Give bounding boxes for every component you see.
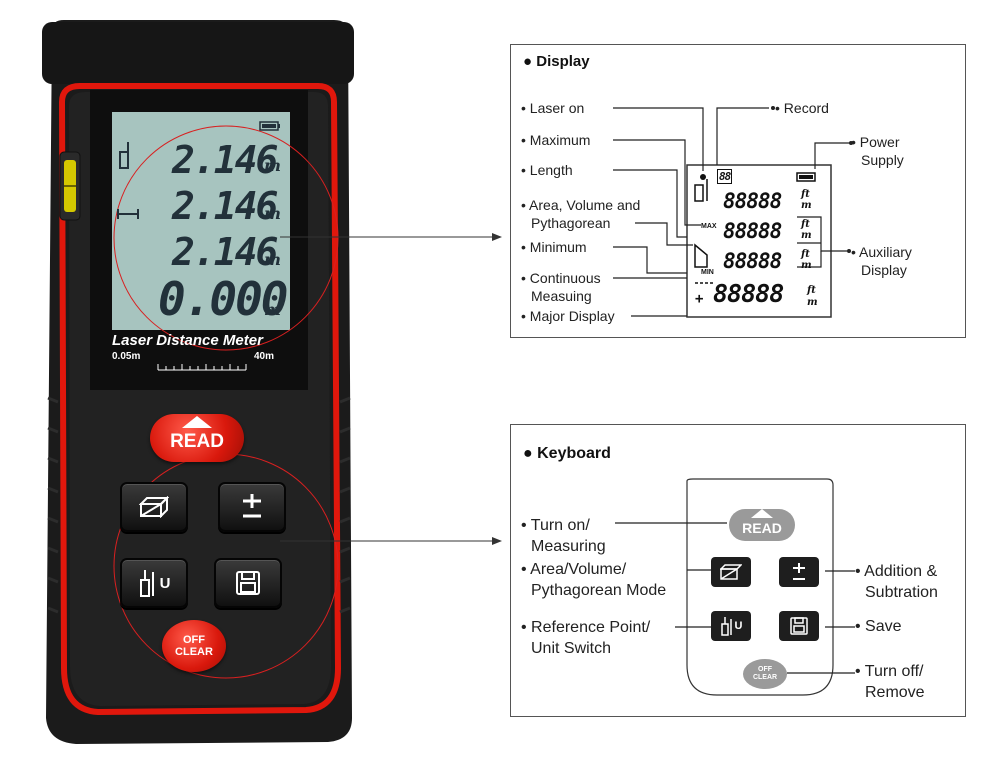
reference-unit-key[interactable]: U [120,558,188,608]
label-auxiliary-2: Display [861,262,907,278]
label-record: • Record [775,100,829,116]
label-continuous-2: Measuing [531,288,592,304]
label-area-mode: • Area/Volume/ [521,561,627,578]
range-max: 40m [254,351,275,362]
label-addition: • Addition & [855,563,938,580]
device-title: Laser Distance Meter [112,332,263,349]
label-area: • Area, Volume and [521,197,641,213]
max-tag: MAX [701,223,717,230]
aux-digits-3: 88888 [723,249,782,273]
reference-point-icon [139,570,154,597]
mini-area-key[interactable] [711,557,751,587]
reading-3-unit: m [264,250,281,269]
label-reference: • Reference Point/ [521,619,651,636]
mini-plus-minus-icon [793,563,805,580]
read-button[interactable]: READ [150,414,244,462]
mini-reference-key[interactable]: U [711,611,751,641]
mini-save-icon [790,617,808,635]
unit-key-label: U [159,574,171,592]
label-length: • Length [521,162,573,178]
label-turn-on-2: Measuring [531,538,606,555]
keyboard-panel-title: ● Keyboard [523,445,611,462]
laser-distance-meter-device: 2.146 m 2.146 m 2.146 m 0.000 m Laser Di… [38,18,360,746]
mini-plus-minus-key[interactable] [779,557,819,587]
keyboard-panel-graphics [615,478,855,696]
aux-digits-1: 88888 [723,189,782,213]
mini-unit-label: U [734,620,743,632]
min-tag: MIN [701,269,714,276]
unit-m-2: m [801,230,812,241]
mini-up-arrow-icon [751,509,773,518]
plus-minus-key[interactable] [218,482,286,532]
unit-m-4: m [807,297,818,308]
unit-ft-1: ft [801,189,810,200]
reading-2-unit: m [264,204,281,223]
connector-arrows [280,233,502,545]
keyboard-panel: ● Keyboard • Turn on/ Measuring • Area/V… [510,424,966,717]
read-button-label: READ [170,431,224,452]
label-continuous: • Continuous [521,270,601,286]
label-addition-2: Subtration [865,584,938,601]
label-area-2: Pythagorean [531,215,611,231]
unit-ft-4: ft [807,285,816,296]
aux-digits-2: 88888 [723,219,782,243]
reading-1-unit: m [264,156,281,175]
label-power: • Power [851,134,900,150]
label-minimum: • Minimum [521,239,587,255]
mini-clear-label: CLEAR [752,674,778,681]
main-reading: 0.000 [158,272,288,326]
record-digits: 88 [717,169,733,184]
label-major-display: • Major Display [521,308,615,324]
up-arrow-icon [182,416,212,428]
label-area-mode-2: Pythagorean Mode [531,582,667,599]
mini-read-label: READ [742,520,782,536]
label-turn-off: • Turn off/ [855,663,924,680]
reading-3: 2.146 [172,230,278,274]
save-key[interactable] [214,558,282,608]
off-label: OFF [183,634,205,646]
label-auxiliary: • Auxiliary [851,244,912,260]
label-power-2: Supply [861,152,904,168]
reading-2: 2.146 [172,184,278,228]
save-icon [236,571,260,595]
mini-off-clear-key[interactable]: OFF CLEAR [743,659,787,689]
unit-ft-3: ft [801,249,810,260]
off-clear-button[interactable]: OFF CLEAR [162,620,226,672]
mini-area-icon [720,564,742,580]
label-save: • Save [855,618,902,635]
major-digits: 88888 [713,279,784,308]
label-maximum: • Maximum [521,132,591,148]
area-volume-icon [139,496,169,518]
mini-off-label: OFF [758,666,772,673]
unit-m-1: m [801,200,812,211]
display-panel-graphics [613,106,853,318]
display-panel-title: ● Display [523,53,590,70]
reading-1: 2.146 [172,138,278,182]
unit-ft-2: ft [801,219,810,230]
label-reference-2: Unit Switch [531,640,612,657]
mini-save-key[interactable] [779,611,819,641]
unit-m-3: m [801,260,812,271]
main-reading-unit: m [264,300,281,319]
clear-label: CLEAR [175,646,213,658]
plus-minus-icon [243,494,261,518]
label-laser-on: • Laser on [521,100,585,116]
label-turn-off-2: Remove [865,684,925,701]
plus-sign: + [695,291,704,307]
mini-reference-icon [720,617,732,636]
range-min: 0.05m [112,351,141,362]
display-panel: ● Display • Laser on • Maximum • Length … [510,44,966,338]
area-volume-key[interactable] [120,482,188,532]
label-turn-on: • Turn on/ [521,517,590,534]
